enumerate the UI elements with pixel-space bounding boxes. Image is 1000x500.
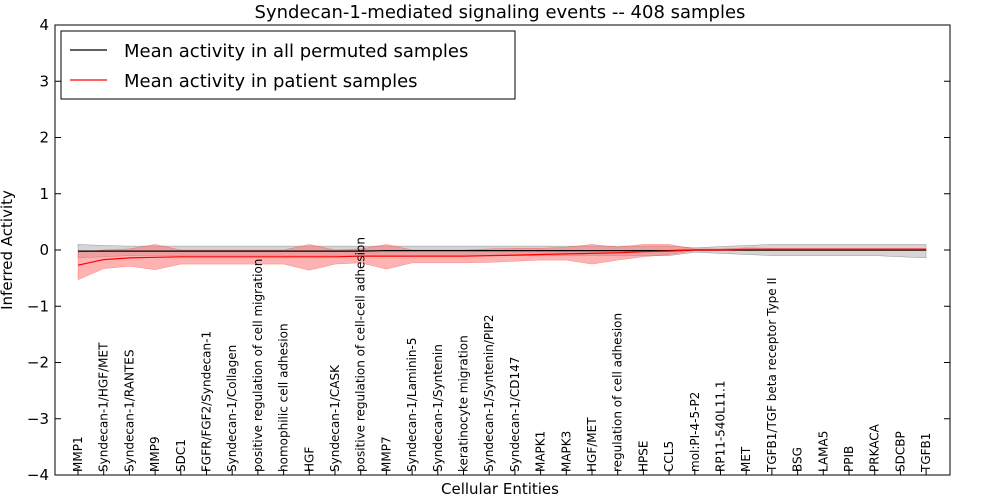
x-tick-label: Syndecan-1/Syntenin/PIP2 (482, 314, 496, 472)
y-tick-label: 3 (39, 72, 49, 90)
x-tick-label: MAPK1 (534, 431, 548, 472)
y-tick-label: 4 (39, 16, 49, 34)
x-tick-label: HGF/MET (585, 417, 599, 472)
x-tick-label: SDCBP (893, 431, 907, 472)
x-tick-label: RP11-540L11.1 (714, 381, 728, 472)
x-tick-label: positive regulation of cell-cell adhesio… (354, 237, 368, 472)
y-axis-ticks: −4 −3 −2 −1 0 1 2 3 4 (27, 16, 950, 484)
y-tick-label: 0 (39, 241, 49, 259)
x-tick-label: Syndecan-1/CASK (328, 364, 342, 472)
x-tick-label: TGFB1/TGF beta receptor Type II (765, 277, 779, 473)
x-tick-label: HPSE (636, 441, 650, 472)
x-tick-label: MET (739, 446, 753, 472)
x-tick-label: SDC1 (174, 439, 188, 472)
x-tick-label: positive regulation of cell migration (251, 259, 265, 472)
x-tick-label: keratinocyte migration (457, 335, 471, 472)
line-series-1 (77, 248, 927, 266)
x-tick-label: mol:PI-4-5-P2 (688, 392, 702, 472)
y-axis-label: Inferred Activity (0, 190, 16, 310)
x-tick-label: Syndecan-1/Syntenin (431, 344, 445, 472)
y-tick-label: 1 (39, 185, 49, 203)
x-tick-label: FGFR/FGF2/Syndecan-1 (200, 331, 214, 472)
x-tick-label: TGFB1 (919, 433, 933, 473)
x-tick-label: LAMA5 (816, 431, 830, 472)
x-tick-label: MMP1 (71, 436, 85, 472)
y-tick-label: 2 (39, 129, 49, 147)
legend: Mean activity in all permuted samplesMea… (60, 30, 516, 100)
x-tick-label: HGF (302, 447, 316, 472)
x-tick-label: PPIB (842, 446, 856, 472)
x-tick-label: BSG (791, 447, 805, 472)
legend-label-1: Mean activity in patient samples (124, 71, 418, 92)
x-tick-label: regulation of cell adhesion (611, 313, 625, 472)
y-tick-label: −2 (27, 354, 49, 372)
x-tick-label: Syndecan-1/RANTES (122, 350, 136, 472)
chart-title: Syndecan-1-mediated signaling events -- … (255, 2, 746, 23)
series-lines (77, 248, 927, 266)
y-tick-label: −4 (27, 466, 49, 484)
x-tick-label: CCL5 (662, 441, 676, 472)
x-tick-label: MMP9 (148, 436, 162, 472)
x-tick-label: Syndecan-1/Collagen (225, 345, 239, 472)
x-tick-label: PRKACA (868, 423, 882, 472)
x-axis-label: Cellular Entities (441, 480, 559, 498)
x-tick-label: Syndecan-1/CD147 (508, 357, 522, 472)
x-tick-label: Syndecan-1/HGF/MET (97, 342, 111, 472)
y-tick-label: −3 (27, 410, 49, 428)
y-tick-label: −1 (27, 297, 49, 315)
x-tick-label: homophilic cell adhesion (277, 323, 291, 472)
x-tick-label: Syndecan-1/Laminin-5 (405, 338, 419, 472)
x-tick-label: MAPK3 (559, 431, 573, 472)
legend-label-0: Mean activity in all permuted samples (124, 41, 468, 62)
plot-frame (54, 24, 951, 476)
x-tick-label: MMP7 (379, 436, 393, 472)
x-tick-labels: MMP1 Syndecan-1/HGF/MET Syndecan-1/RANTES M… (71, 237, 933, 475)
legend-box (60, 30, 516, 100)
